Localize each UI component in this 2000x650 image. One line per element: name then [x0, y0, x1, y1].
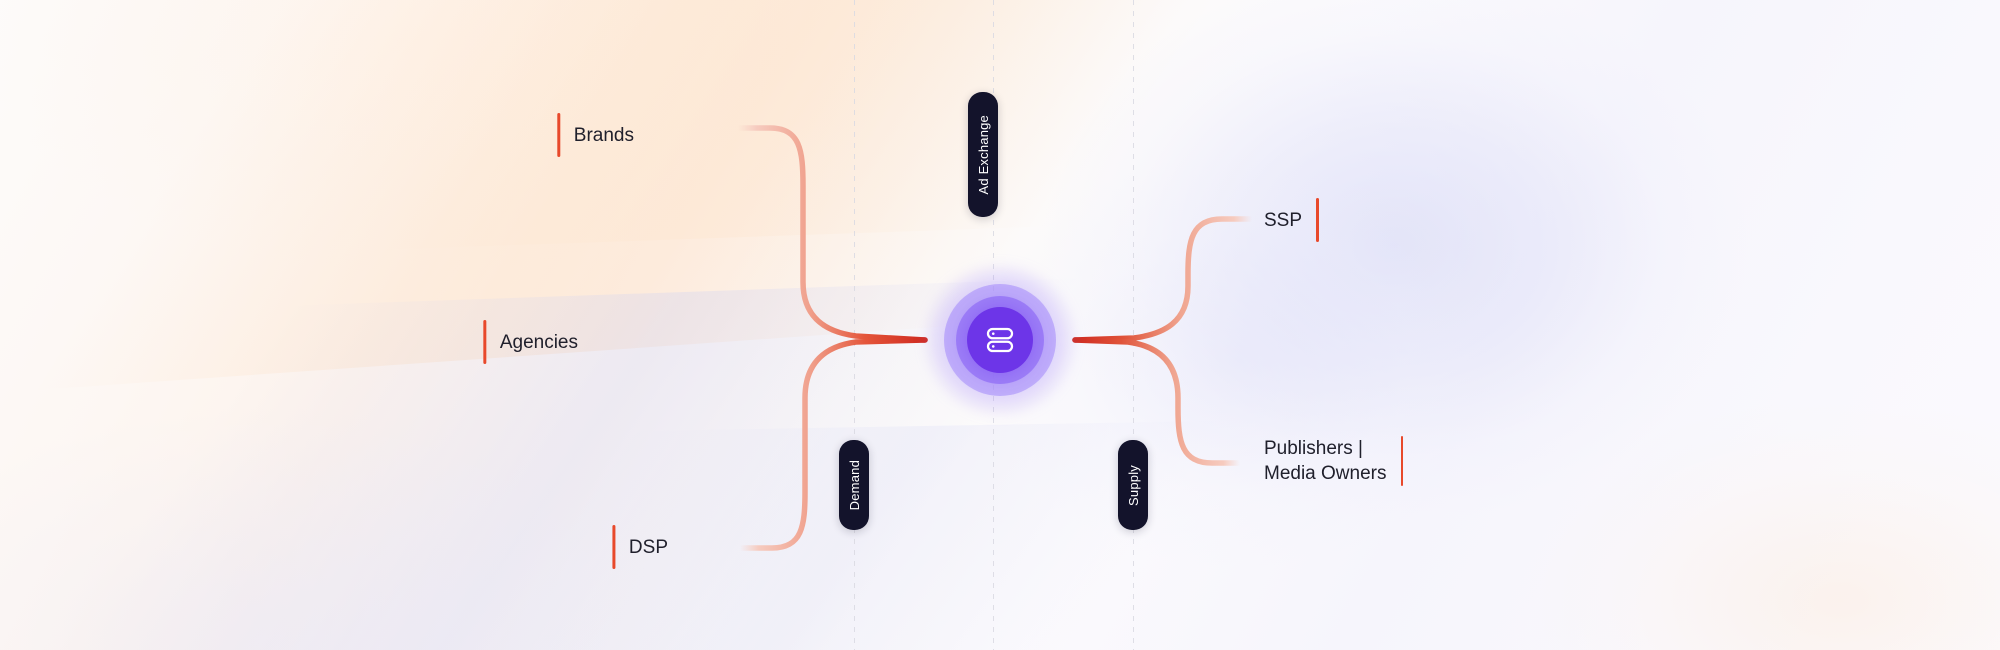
wire-publishers: [1072, 337, 1243, 466]
node-label: DSP: [628, 536, 668, 558]
node-label: Brands: [573, 124, 634, 146]
wire-dsp: [737, 337, 928, 551]
node-dsp[interactable]: DSP: [612, 525, 668, 569]
node-accent-bar: [483, 320, 486, 364]
node-ssp[interactable]: SSP: [1264, 198, 1319, 242]
center-hub[interactable]: [925, 265, 1075, 415]
node-accent-bar: [1400, 436, 1403, 486]
node-accent-bar: [612, 525, 615, 569]
wire-brands: [735, 125, 928, 343]
hub-core: [967, 307, 1033, 373]
node-agencies[interactable]: Agencies: [483, 320, 578, 364]
section-badge-demand[interactable]: Demand: [839, 440, 869, 530]
node-label: SSP: [1264, 209, 1303, 231]
section-badge-ad-exchange[interactable]: Ad Exchange: [968, 92, 998, 217]
node-publishers-media-owners[interactable]: Publishers | Media Owners: [1264, 436, 1403, 486]
node-accent-bar: [1316, 198, 1319, 242]
section-badge-label: Demand: [846, 459, 862, 511]
node-label: Publishers | Media Owners: [1264, 438, 1387, 484]
guide-line-supply: [1133, 0, 1134, 650]
section-badge-label: Supply: [1125, 464, 1141, 506]
server-database-icon: [986, 327, 1014, 353]
node-label: Agencies: [499, 331, 578, 353]
node-accent-bar: [557, 113, 560, 157]
section-badge-supply[interactable]: Supply: [1118, 440, 1148, 530]
guide-line-demand: [854, 0, 855, 650]
node-brands[interactable]: Brands: [557, 113, 634, 157]
section-badge-label: Ad Exchange: [975, 114, 991, 195]
wire-ssp: [1072, 216, 1255, 343]
